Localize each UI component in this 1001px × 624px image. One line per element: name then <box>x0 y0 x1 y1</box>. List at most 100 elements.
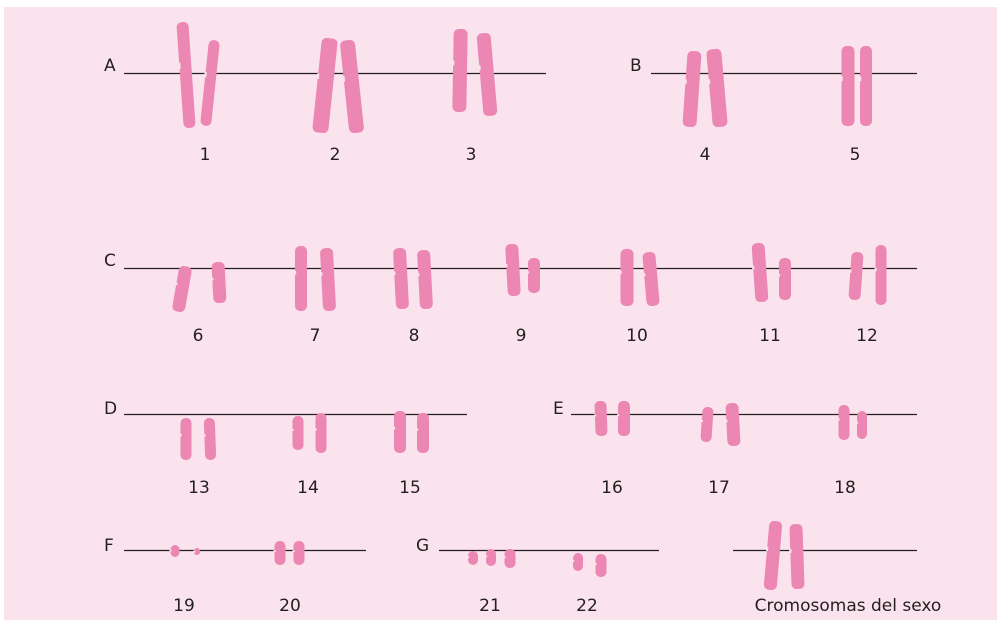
chromatid-21-2 <box>486 549 496 566</box>
chromosome-pair-5 <box>841 46 873 126</box>
chromatid-11-1 <box>751 243 768 303</box>
pair-label-16: 16 <box>601 480 623 497</box>
chromatid-7-1 <box>295 246 307 311</box>
centromere-1-1 <box>178 63 181 69</box>
centromere-10-1 <box>620 271 622 274</box>
chromatid-14-2 <box>316 413 327 453</box>
chromosome-pair-2 <box>312 37 364 133</box>
chromosome-pair-6 <box>172 262 227 313</box>
chromatid-22-1 <box>573 553 583 571</box>
chromatid-13-1 <box>181 418 192 460</box>
pair-label-10: 10 <box>626 328 648 345</box>
chromatid-5-1 <box>842 46 855 126</box>
centromere-22-1 <box>572 560 574 562</box>
chromatid-9-2 <box>528 258 540 293</box>
chromatid-16-1 <box>594 401 607 436</box>
centromere-8-1 <box>393 271 395 275</box>
chromosome-pair-17 <box>700 403 740 447</box>
centromere-4-1 <box>684 79 687 84</box>
group-label-f: F <box>104 538 114 555</box>
centromere-17-2 <box>725 420 727 423</box>
chromatid-4-1 <box>682 51 701 128</box>
chromatid-13-2 <box>204 418 216 460</box>
chromatid-6-2 <box>211 262 226 304</box>
centromere-11-1 <box>752 266 754 270</box>
pair-label-9: 9 <box>516 328 527 345</box>
chromosome-pair-12 <box>848 245 886 305</box>
sex-chromosomes-label: Cromosomas del sexo <box>755 598 942 615</box>
group-label-g: G <box>416 538 429 555</box>
centromere-21-3 <box>504 556 506 558</box>
chromatid-9-1 <box>505 244 521 297</box>
pair-label-6: 6 <box>193 328 204 345</box>
centromere-16-2 <box>617 414 619 416</box>
pair-label-2: 2 <box>330 147 341 164</box>
centromere-14-1 <box>292 429 294 431</box>
pair-label-20: 20 <box>279 598 301 615</box>
chromosome-pair-18 <box>838 405 868 440</box>
centromere-11-2 <box>778 274 780 277</box>
chromatid-21-3 <box>505 549 516 568</box>
chromatid-15-1 <box>394 411 406 453</box>
chromatid-11-2 <box>779 258 791 300</box>
centromere-10-2 <box>643 273 645 276</box>
chromatid-22-2 <box>596 554 607 577</box>
chromatid-8-2 <box>417 250 433 310</box>
chromosome-pair-9 <box>505 244 540 297</box>
chromatid-21-1 <box>468 551 478 565</box>
centromere-4-2 <box>708 79 711 84</box>
pair-label-13: 13 <box>188 480 210 497</box>
chromatid-1-1 <box>176 22 195 129</box>
centromere-17-1 <box>701 420 703 422</box>
pair-label-1: 1 <box>200 147 211 164</box>
centromere-15-2 <box>416 428 418 430</box>
centromere-18-2 <box>856 422 858 424</box>
chromatid-3-2 <box>476 33 497 117</box>
pair-label-15: 15 <box>399 480 421 497</box>
pair-label-18: 18 <box>834 480 856 497</box>
pair-label-21: 21 <box>479 598 501 615</box>
chromatid-sex-2 <box>789 524 804 589</box>
chromosome-pair-14 <box>292 413 327 453</box>
chromatid-20-2 <box>294 541 305 565</box>
chromatid-2-2 <box>340 39 365 133</box>
centromere-7-2 <box>320 272 322 276</box>
centromere-14-2 <box>315 428 317 430</box>
pair-label-5: 5 <box>850 147 861 164</box>
centromere-20-1 <box>274 550 276 552</box>
centromere-3-2 <box>478 65 481 70</box>
chromosome-pair-13 <box>180 418 217 460</box>
pair-label-12: 12 <box>856 328 878 345</box>
chromatid-12-2 <box>876 245 887 305</box>
pair-label-4: 4 <box>700 147 711 164</box>
chromosome-pair-20 <box>274 541 305 565</box>
chromosome-pair-22 <box>572 553 607 577</box>
centromere-6-2 <box>211 278 213 281</box>
centromere-12-1 <box>849 270 851 273</box>
chromatid-10-1 <box>621 249 634 306</box>
chromosome-pair-1 <box>176 22 220 129</box>
centromere-13-1 <box>180 434 182 437</box>
pair-label-14: 14 <box>297 480 319 497</box>
pair-label-22: 22 <box>576 598 598 615</box>
chromatid-1-2 <box>200 40 220 127</box>
group-label-b: B <box>630 58 642 75</box>
centromere-19-1 <box>170 550 172 552</box>
centromere-21-1 <box>467 556 469 558</box>
chromosome-pair-4 <box>682 48 728 127</box>
centromere-18-1 <box>838 418 840 420</box>
centromere-21-2 <box>485 555 487 557</box>
group-label-a: A <box>104 58 116 75</box>
centromere-13-2 <box>203 434 205 437</box>
chromosome-pair-sex <box>764 521 805 591</box>
chromatid-8-1 <box>393 248 409 310</box>
pair-label-19: 19 <box>173 598 195 615</box>
chromatid-12-1 <box>848 252 863 301</box>
chromatid-19-1 <box>171 545 180 557</box>
centromere-9-2 <box>527 271 529 273</box>
chromosome-pair-8 <box>393 248 433 310</box>
pair-label-8: 8 <box>409 328 420 345</box>
chromosome-pair-10 <box>620 249 660 306</box>
